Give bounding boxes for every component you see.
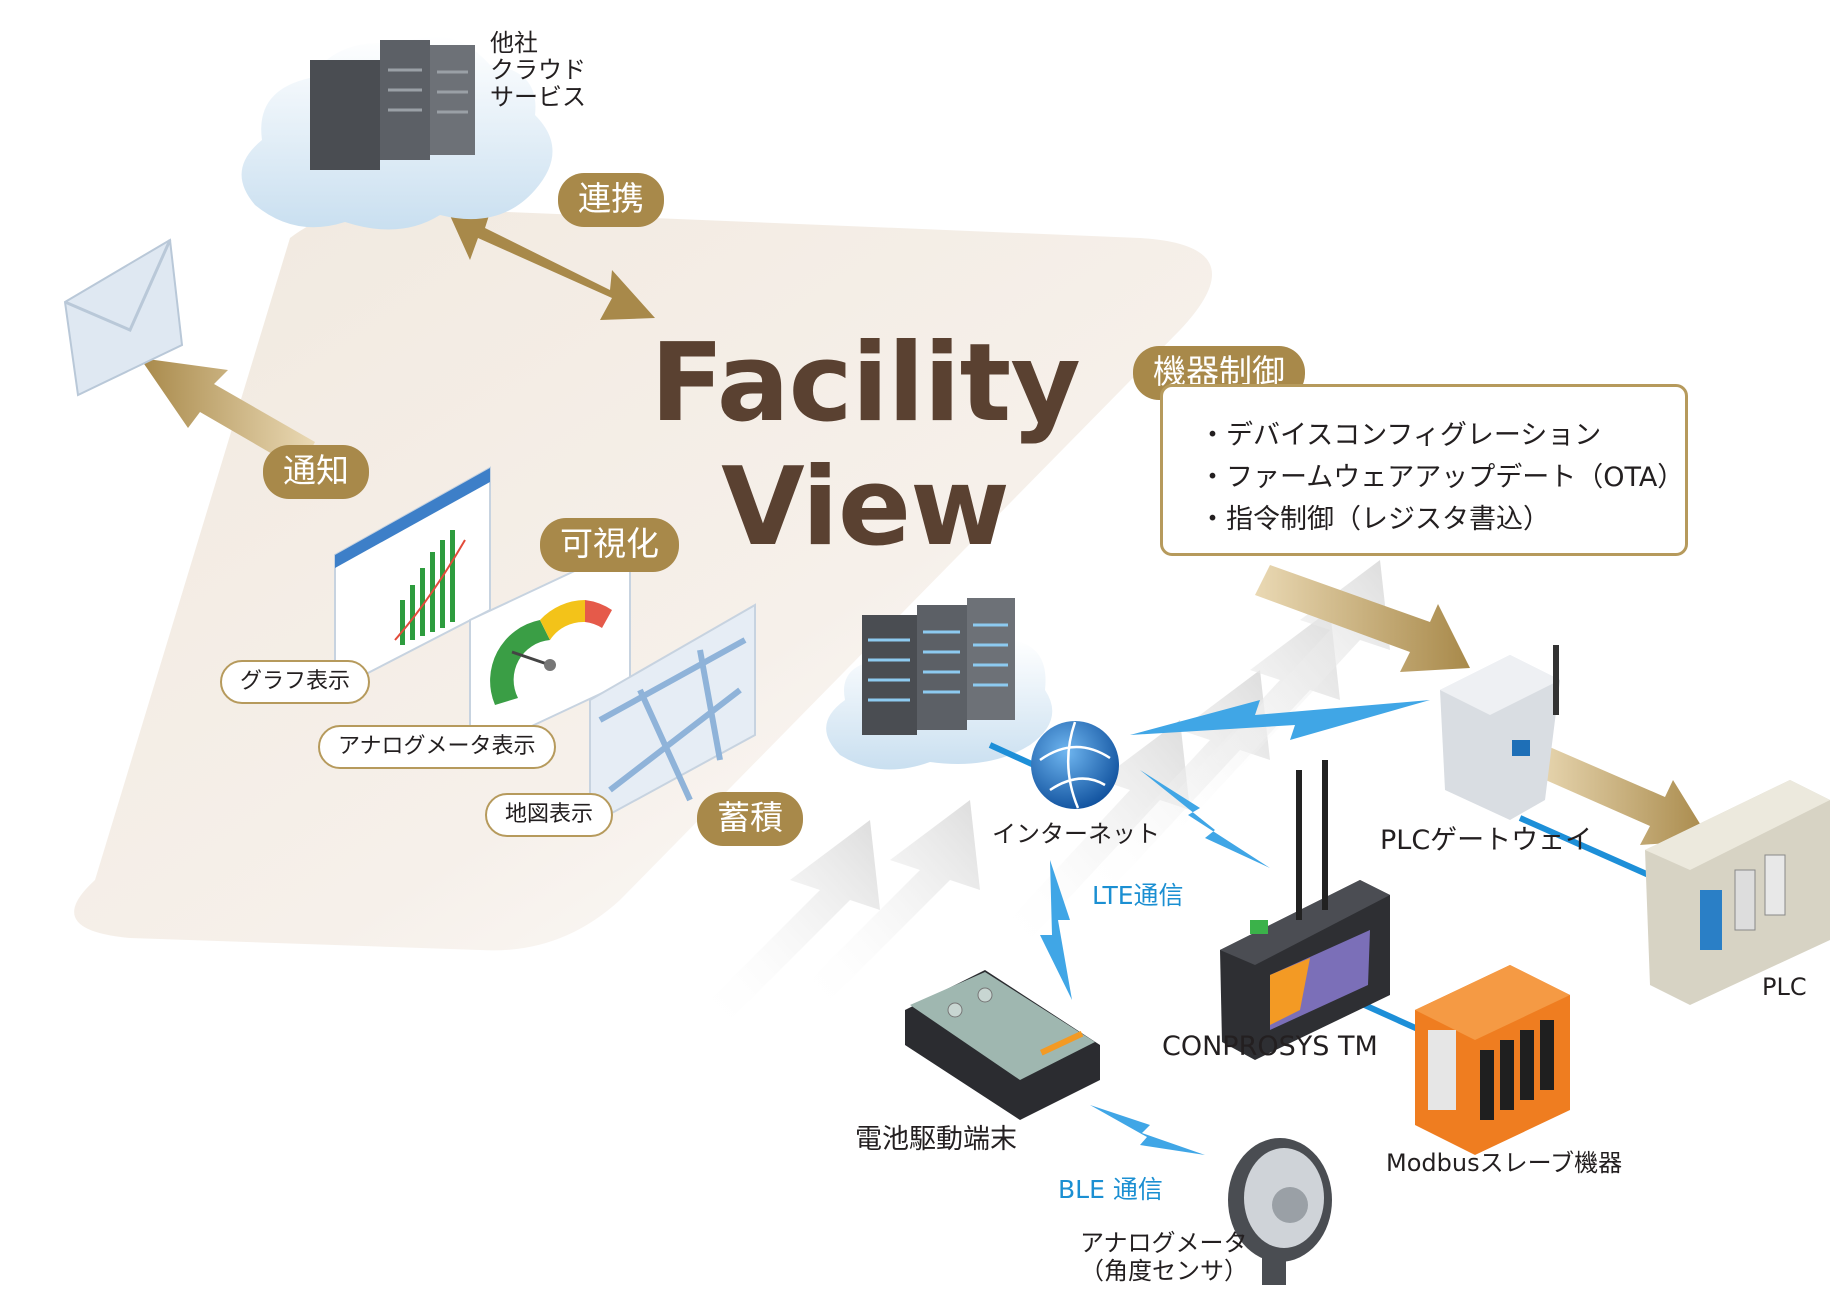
internet-label: インターネット <box>992 820 1160 848</box>
brand-logo: Facility View <box>630 322 1100 570</box>
cloud-service-label: 他社 クラウド サービス <box>490 29 586 111</box>
brand-line2: View <box>721 445 1010 570</box>
control-item-ota: ・ファームウェアアップデート（OTA） <box>1199 462 1685 493</box>
analog-sensor-label-1: アナログメータ <box>1080 1229 1248 1257</box>
tsuchi-arrow <box>140 358 315 470</box>
badge-tsuchi: 通知 <box>263 445 369 499</box>
plc-gateway-illustration <box>1440 645 1560 820</box>
pill-map: 地図表示 <box>485 793 614 837</box>
conprosys-label: CONPROSYS TM <box>1162 1031 1378 1062</box>
map-panel-illustration <box>589 603 756 827</box>
control-arrow-plc <box>1532 745 1710 845</box>
pill-graph: グラフ表示 <box>220 660 371 704</box>
battery-terminal-illustration <box>905 970 1100 1120</box>
cloud-service-illustration <box>241 36 553 230</box>
analog-sensor-illustration <box>1228 1138 1332 1285</box>
battery-terminal-label: 電池駆動端末 <box>855 1124 1017 1155</box>
badge-kashika: 可視化 <box>540 518 679 572</box>
pill-analog-meter: アナログメータ表示 <box>318 725 556 769</box>
modbus-label: Modbusスレーブ機器 <box>1386 1149 1623 1177</box>
control-item-config: ・デバイスコンフィグレーション <box>1199 420 1602 451</box>
internet-globe-icon <box>1031 721 1119 809</box>
ble-label: BLE 通信 <box>1058 1175 1163 1204</box>
mail-envelope-illustration <box>63 238 184 397</box>
plc-label: PLC <box>1762 973 1807 1001</box>
modbus-slave-illustration <box>1415 965 1570 1155</box>
facility-server-illustration <box>826 598 1053 770</box>
control-arrow-gateway <box>1255 565 1470 672</box>
analog-sensor-label-2: （角度センサ） <box>1080 1257 1248 1285</box>
plc-rack-illustration <box>1645 780 1830 1005</box>
wireless-links <box>1040 700 1430 1155</box>
device-control-box: ・デバイスコンフィグレーション ・ファームウェアアップデート（OTA） ・指令制… <box>1160 384 1688 556</box>
conprosys-tm-illustration <box>1220 760 1390 1060</box>
badge-chikuseki: 蓄積 <box>697 792 803 846</box>
control-item-command: ・指令制御（レジスタ書込） <box>1199 504 1550 535</box>
badge-renkei: 連携 <box>558 173 664 227</box>
plc-gateway-label: PLCゲートウェイ <box>1380 825 1593 856</box>
lte-label: LTE通信 <box>1092 881 1184 910</box>
brand-line1: Facility <box>650 321 1080 446</box>
